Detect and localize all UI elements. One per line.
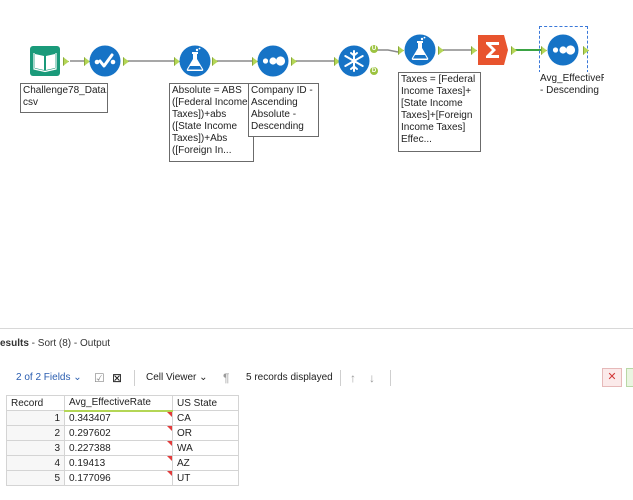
green-action-button[interactable] (626, 368, 633, 387)
fields-label: 2 of 2 Fields (16, 372, 71, 383)
state-cell[interactable]: AZ (172, 455, 239, 471)
summarize-tool[interactable] (477, 34, 509, 66)
results-panel: esults - Sort (8) - Output 2 of 2 Fields… (0, 328, 633, 500)
formula-tool-1[interactable] (179, 45, 211, 77)
chevron-down-icon: ⌄ (199, 372, 208, 383)
column-header-avg-effective-rate[interactable]: Avg_EffectiveRate (64, 395, 173, 412)
flag-marker (167, 426, 172, 431)
table-row[interactable]: 1 0.343407 CA (6, 410, 239, 426)
rate-value: 0.19413 (69, 457, 106, 469)
annotation-input[interactable]: Challenge78_Data. csv (20, 83, 108, 113)
deselect-icon[interactable]: ⊠ (112, 371, 123, 385)
book-icon (30, 46, 60, 76)
rate-value: 0.343407 (69, 412, 111, 424)
input-data-tool[interactable] (29, 45, 61, 77)
dup-output-badge[interactable]: D (370, 67, 378, 75)
workflow-canvas[interactable]: U D Challenge78_Data. csv Absolu (0, 0, 633, 328)
results-title-prefix: esults (0, 338, 29, 349)
rate-cell[interactable]: 0.343407 (64, 410, 173, 426)
flag-marker (167, 441, 172, 446)
cell-viewer-label: Cell Viewer (146, 372, 197, 383)
close-icon[interactable]: ✕ (602, 368, 622, 387)
record-cell: 4 (6, 455, 65, 471)
pilcrow-icon[interactable]: ¶ (223, 371, 230, 385)
state-cell[interactable]: CA (172, 410, 239, 426)
sort-tool-1[interactable] (257, 45, 289, 77)
state-cell[interactable]: OR (172, 425, 239, 441)
rate-cell[interactable]: 0.297602 (64, 425, 173, 441)
fields-dropdown[interactable]: 2 of 2 Fields ⌄ (16, 365, 82, 391)
record-cell: 1 (6, 410, 65, 426)
join-tool[interactable] (338, 45, 370, 77)
annotation-sort-1[interactable]: Company ID - Ascending Absolute - Descen… (248, 83, 319, 137)
divider (134, 370, 135, 386)
rate-cell[interactable]: 0.177096 (64, 470, 173, 486)
state-cell[interactable]: WA (172, 440, 239, 456)
flask-icon (179, 45, 211, 77)
sort-tool-2[interactable] (547, 34, 579, 66)
snowflake-icon (338, 45, 370, 77)
arrow-up-icon[interactable]: ↑ (350, 371, 356, 385)
annotation-formula-2[interactable]: Taxes = [Federal Income Taxes]+ [State I… (398, 72, 481, 152)
rate-value: 0.227388 (69, 442, 111, 454)
sort-dots-icon (547, 34, 579, 66)
results-title: esults - Sort (8) - Output (0, 338, 110, 349)
table-row[interactable]: 4 0.19413 AZ (6, 455, 239, 471)
rate-cell[interactable]: 0.227388 (64, 440, 173, 456)
record-cell: 5 (6, 470, 65, 486)
table-row[interactable]: 2 0.297602 OR (6, 425, 239, 441)
divider (390, 370, 391, 386)
record-cell: 2 (6, 425, 65, 441)
rate-cell[interactable]: 0.19413 (64, 455, 173, 471)
formula-tool-2[interactable] (404, 34, 436, 66)
rate-value: 0.297602 (69, 427, 111, 439)
divider (340, 370, 341, 386)
flag-marker (167, 411, 172, 417)
checkmark-icon (89, 45, 121, 77)
table-row[interactable]: 3 0.227388 WA (6, 440, 239, 456)
results-grid[interactable]: Record Avg_EffectiveRate US State 1 0.34… (6, 395, 239, 486)
results-title-suffix: - Sort (8) - Output (28, 338, 111, 349)
connectors (70, 49, 541, 62)
annotation-formula-1[interactable]: Absolute = ABS ([Federal Income Taxes])+… (169, 83, 254, 162)
union-output-badge[interactable]: U (370, 45, 378, 53)
header-row: Record Avg_EffectiveRate US State (6, 395, 239, 412)
sigma-icon (478, 35, 508, 65)
flag-marker (167, 456, 172, 461)
flask-icon (404, 34, 436, 66)
state-cell[interactable]: UT (172, 470, 239, 486)
record-cell: 3 (6, 440, 65, 456)
checkbox-edit-icon[interactable]: ☑ (94, 371, 105, 385)
arrow-down-icon[interactable]: ↓ (369, 371, 375, 385)
records-displayed: 5 records displayed (246, 372, 333, 383)
cell-viewer-dropdown[interactable]: Cell Viewer ⌄ (146, 365, 208, 391)
rate-value: 0.177096 (69, 472, 111, 484)
flag-marker (167, 471, 172, 476)
annotation-sort-2[interactable]: Avg_EffectiveRate - Descending (538, 72, 604, 100)
chevron-down-icon: ⌄ (73, 372, 82, 383)
results-toolbar: 2 of 2 Fields ⌄ ☑ ⊠ Cell Viewer ⌄ ¶ 5 re… (0, 365, 633, 391)
table-row[interactable]: 5 0.177096 UT (6, 470, 239, 486)
select-tool[interactable] (89, 45, 121, 77)
column-header-us-state[interactable]: US State (172, 395, 239, 411)
sort-dots-icon (257, 45, 289, 77)
column-header-record[interactable]: Record (6, 395, 65, 411)
